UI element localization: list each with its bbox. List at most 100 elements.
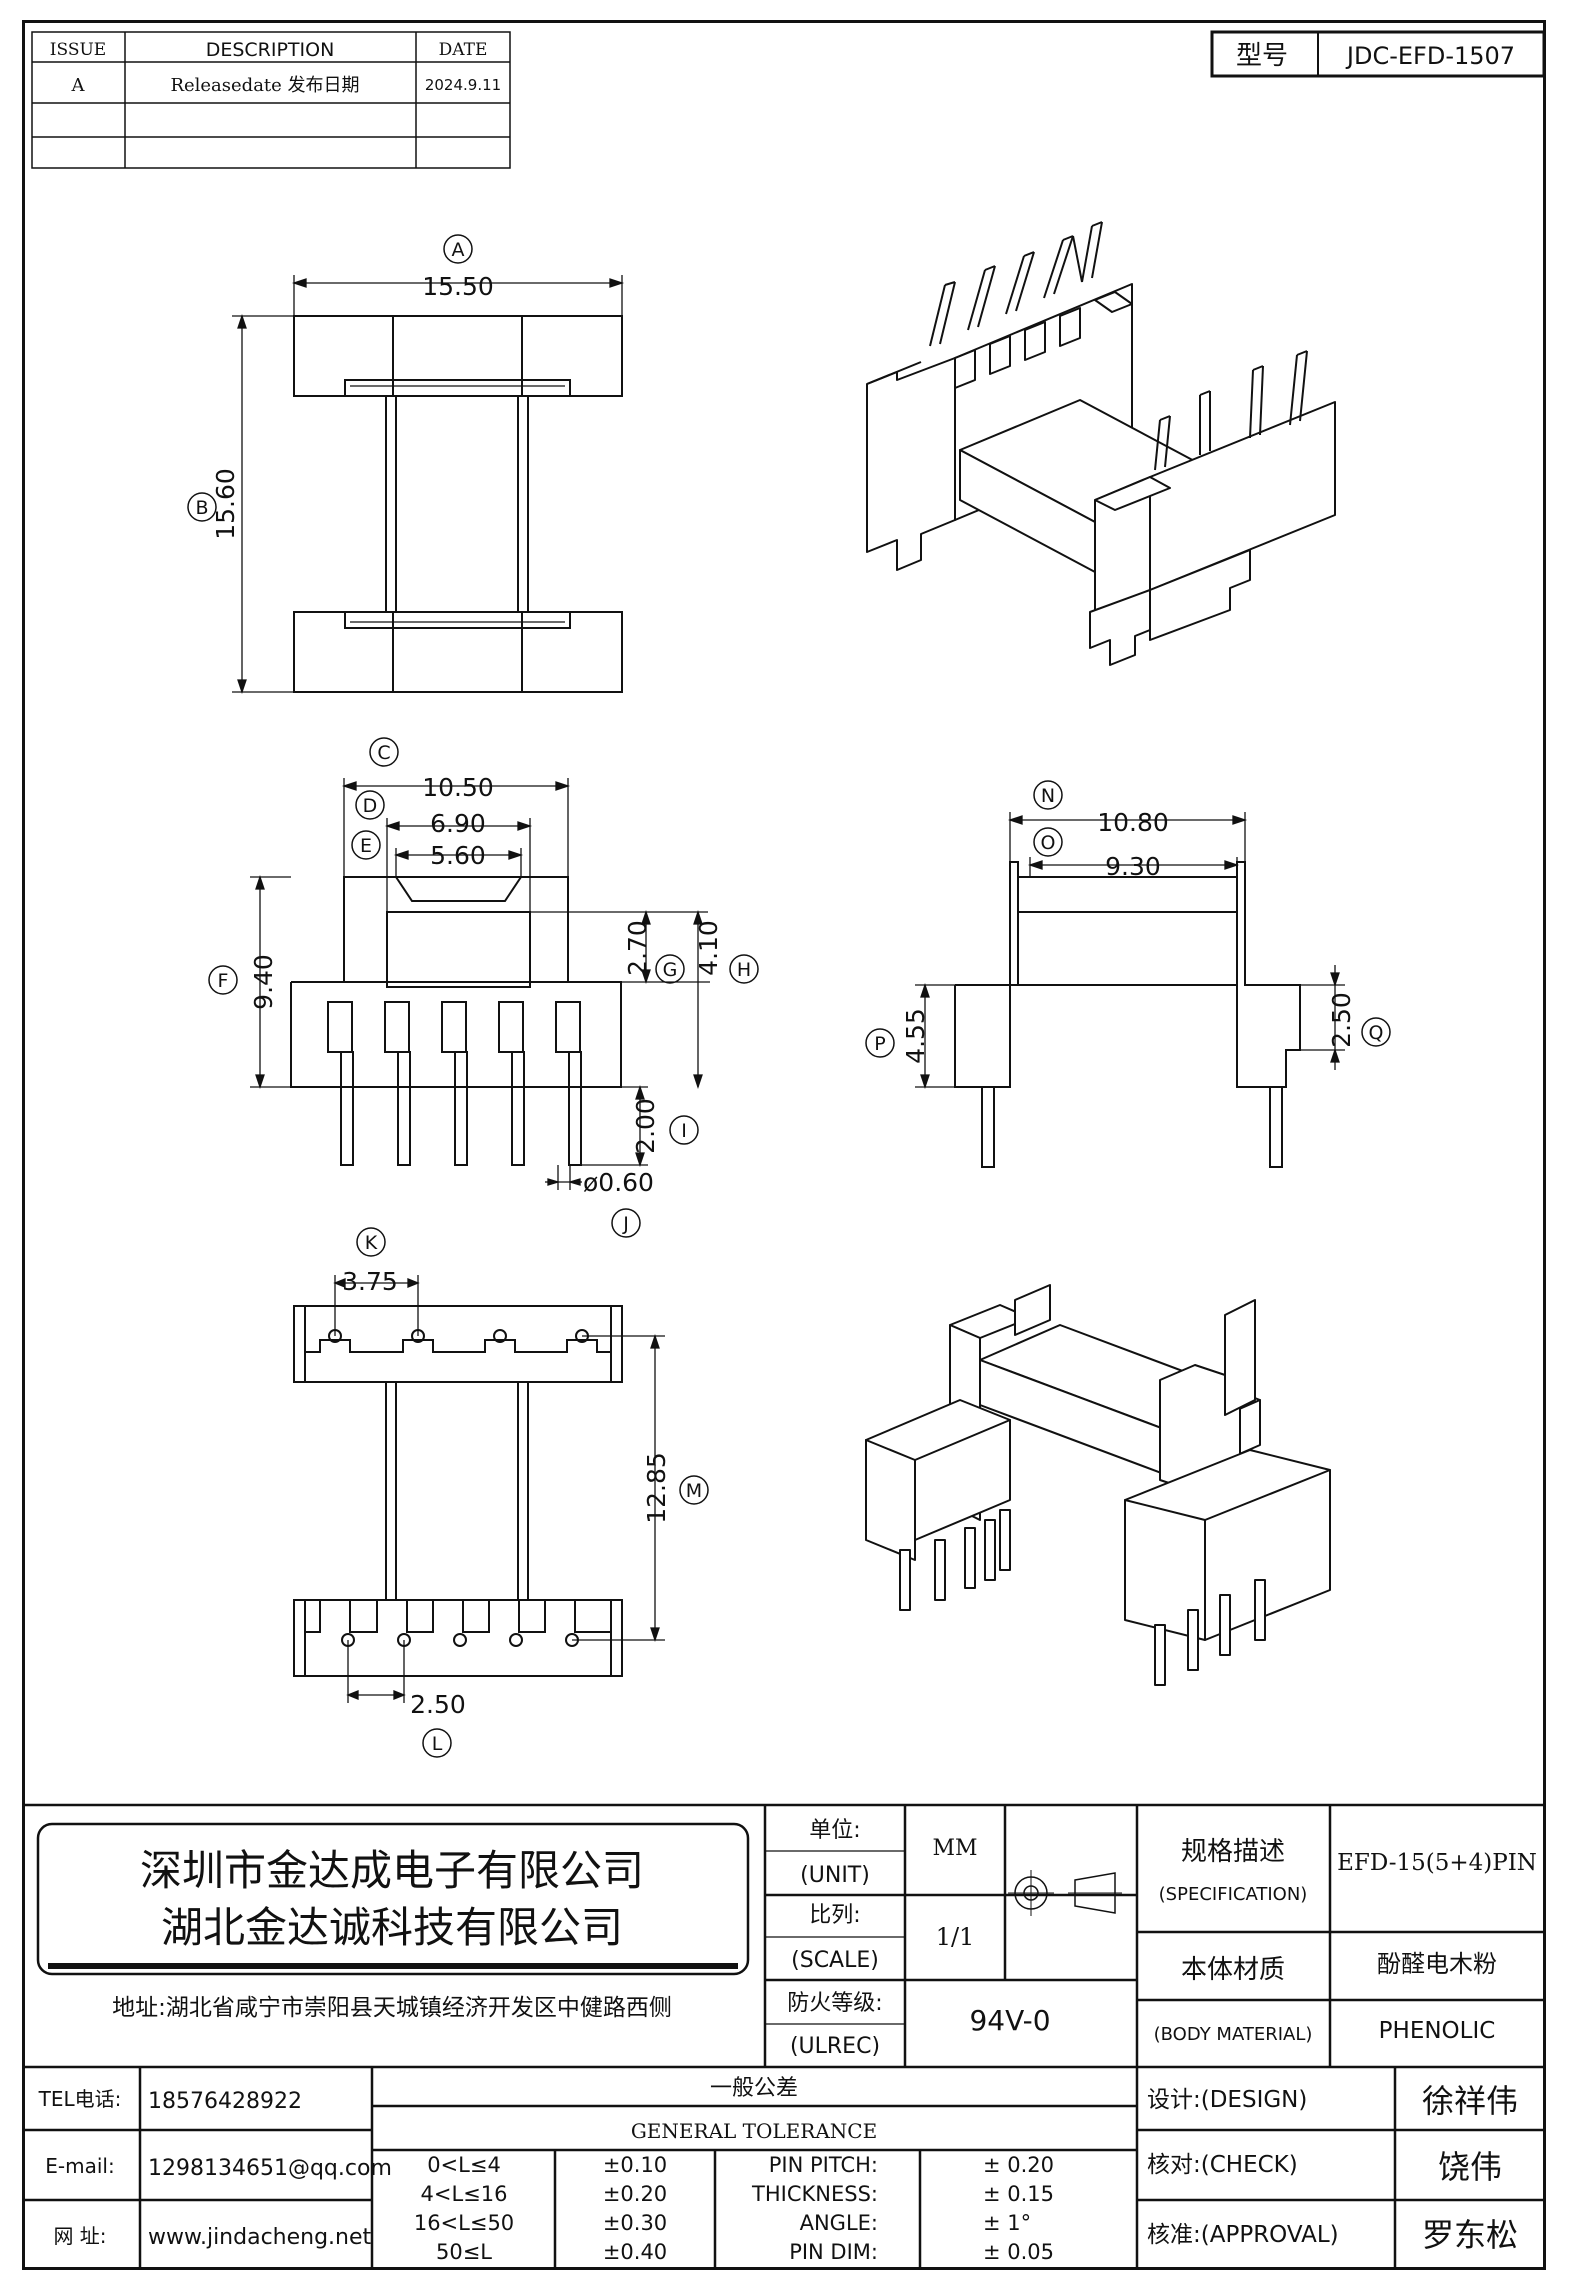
callout-circle-g [655,954,685,984]
callout-letter-l: L [432,1733,443,1755]
callout-circle-n [1033,780,1063,810]
dim-lines-view5 [333,1275,665,1703]
unit-label-cn: 单位: [809,1818,860,1843]
callout-letter-d: D [363,795,378,817]
callout-circle-l [422,1728,452,1758]
rev-header-description: DESCRIPTION [206,39,335,61]
projection-symbol-icon [1008,1870,1122,1916]
callout-letter-a: A [452,239,465,261]
rev-row-issue: A [71,75,86,96]
check-label: 核对:(CHECK) [1147,2152,1298,2178]
dim-value-o: 9.30 [1105,852,1161,881]
dim-value-c: 10.50 [422,773,494,802]
callout-circle-m [679,1475,709,1505]
dim-value-d: 6.90 [430,809,486,838]
callout-circle-p [865,1028,895,1058]
callout-letter-k: K [365,1232,378,1254]
tol-other-value-2: ± 0.15 [983,2182,1054,2206]
callout-letter-j: J [622,1213,629,1235]
callout-circle-d [355,790,385,820]
drawing-frame [22,20,1546,2270]
tel-value: 18576428922 [148,2089,302,2114]
model-label: 型号 [1236,41,1288,71]
tol-name-3: ANGLE: [800,2211,878,2235]
front-view [290,876,622,1166]
email-label: E-mail: [45,2154,114,2178]
dim-value-m: 12.85 [642,1452,671,1524]
tel-label: TEL电话: [38,2087,122,2111]
tol-other-value-4: ± 0.05 [983,2240,1054,2264]
model-number: JDC-EFD-1507 [1345,42,1515,70]
company-address: 地址:湖北省咸宁市崇阳县天城镇经济开发区中健路西侧 [112,1995,672,2021]
tol-range-3: 16<L≤50 [414,2211,514,2235]
callout-letter-p: P [874,1033,885,1055]
web-value: www.jindacheng.net [148,2225,372,2250]
scale-label-cn: 比列: [809,1903,860,1928]
ulrec-label-cn: 防火等级: [787,1991,882,2016]
ulrec-value: 94V-0 [969,2004,1050,2037]
dim-value-k: 3.75 [342,1267,398,1296]
title-block-grid [22,1803,1546,2270]
approval-name: 罗东松 [1422,2216,1518,2254]
material-label-cn: 本体材质 [1181,1955,1285,1985]
dim-value-f: 9.40 [249,954,278,1010]
callout-letter-q: Q [1369,1022,1384,1044]
tol-other-value-3: ± 1° [983,2211,1031,2235]
email-value: 1298134651@qq.com [148,2156,392,2181]
dim-value-e: 5.60 [430,841,486,870]
revision-table [31,31,511,169]
rev-header-date: DATE [439,40,488,60]
web-label: 网 址: [53,2224,106,2248]
callout-circle-i [669,1115,699,1145]
callout-circle-k [356,1227,386,1257]
tol-other-value-1: ± 0.20 [983,2153,1054,2177]
rev-row-date: 2024.9.11 [425,76,501,94]
spec-label-en: (SPECIFICATION) [1159,1884,1308,1905]
tol-range-2: 4<L≤16 [421,2182,508,2206]
side-view [954,861,1301,1168]
callout-letter-h: H [737,959,751,981]
callout-letter-i: I [681,1120,687,1142]
rev-header-issue: ISSUE [50,40,106,60]
iso-view-bottom [865,1284,1331,1686]
tol-value-3: ±0.30 [603,2211,667,2235]
scale-label-en: (SCALE) [791,1948,879,1973]
approval-label: 核准:(APPROVAL) [1147,2222,1339,2248]
top-view [293,315,623,693]
tol-name-1: PIN PITCH: [769,2153,878,2177]
check-name: 饶伟 [1438,2148,1502,2186]
dim-value-n: 10.80 [1097,808,1169,837]
spec-value: EFD-15(5+4)PIN [1337,1850,1537,1876]
design-label: 设计:(DESIGN) [1147,2087,1307,2113]
material-value-cn: 酚醛电木粉 [1377,1950,1497,1978]
callout-letter-c: C [377,742,390,764]
ulrec-label-en: (ULREC) [790,2034,880,2059]
model-box [1210,30,1546,78]
iso-view-top [866,221,1336,666]
callout-letter-m: M [686,1480,702,1502]
callout-circle-c [369,737,399,767]
callout-circle-q [1361,1017,1391,1047]
callout-circle-j [611,1208,641,1238]
callout-letter-o: O [1041,832,1056,854]
callout-letter-f: F [218,970,229,992]
tol-range-1: 0<L≤4 [427,2153,501,2177]
tolerance-title-en: GENERAL TOLERANCE [631,2119,877,2143]
tol-name-4: PIN DIM: [789,2240,878,2264]
dim-value-p: 4.55 [901,1008,930,1064]
tol-value-2: ±0.20 [603,2182,667,2206]
scale-value: 1/1 [936,1923,975,1951]
unit-value: MM [932,1836,977,1861]
dim-value-i: 2.00 [631,1098,660,1154]
callout-circle-f [208,965,238,995]
tol-name-2: THICKNESS: [751,2182,878,2206]
callout-letter-n: N [1041,785,1055,807]
tol-range-4: 50≤L [436,2240,492,2264]
callout-circle-o [1033,827,1063,857]
dim-value-l: 2.50 [410,1690,466,1719]
material-label-en: (BODY MATERIAL) [1154,2024,1313,2045]
callout-letter-e: E [360,835,372,857]
dim-value-j: ø0.60 [583,1168,654,1197]
tol-value-4: ±0.40 [603,2240,667,2264]
